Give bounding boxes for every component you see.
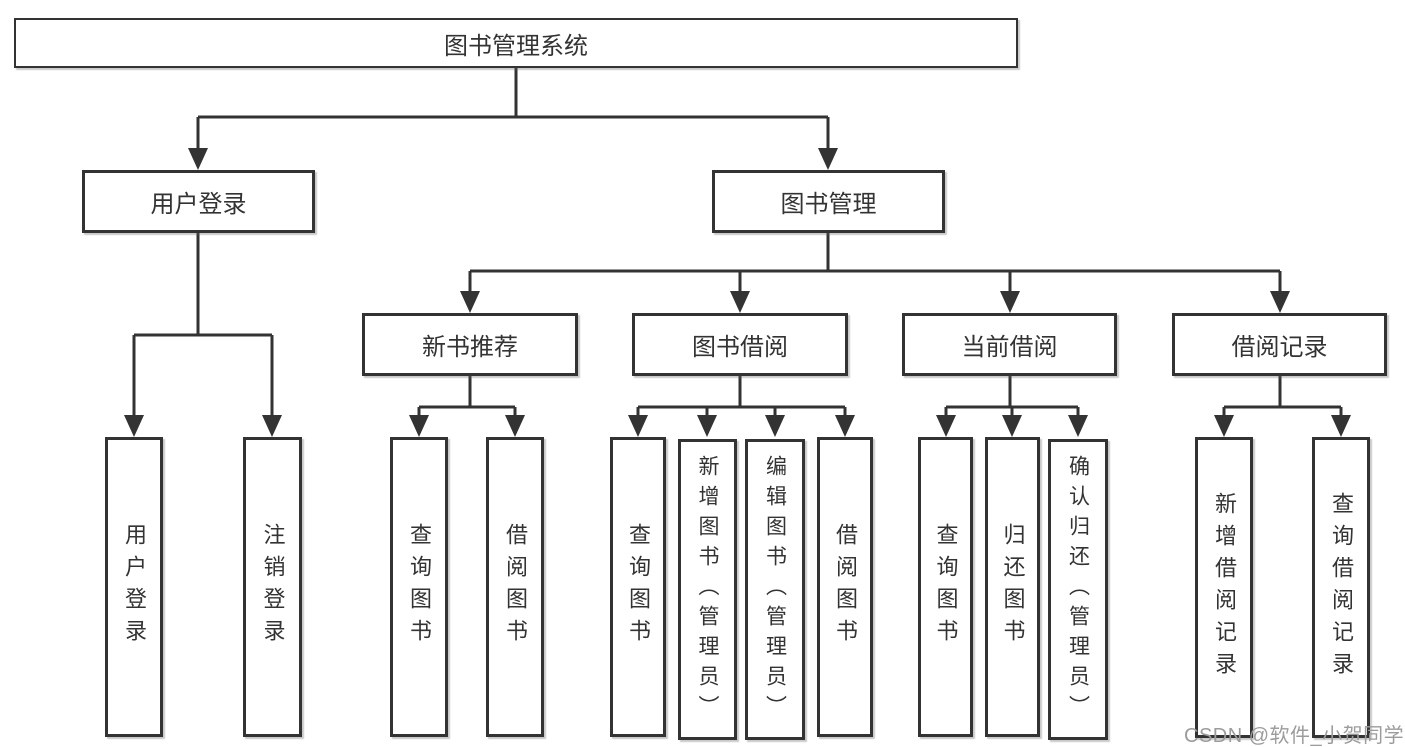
node-user-login: 用户登录	[82, 170, 315, 233]
connector-user-login-children	[132, 233, 274, 416]
node-confirm-return-admin: 确认归还（管理员）	[1048, 439, 1108, 740]
node-current-borrow: 当前借阅	[902, 313, 1117, 376]
node-add-borrow-record: 新增借阅记录	[1195, 437, 1253, 738]
node-book-management: 图书管理	[712, 170, 945, 233]
node-query-books-current: 查询图书	[918, 437, 973, 737]
node-edit-book-admin: 编辑图书（管理员）	[745, 439, 805, 740]
node-query-books-recommend: 查询图书	[390, 437, 448, 737]
node-borrow-records: 借阅记录	[1172, 313, 1387, 376]
node-return-book: 归还图书	[985, 437, 1040, 737]
connector-book-borrow-children	[636, 376, 847, 416]
node-borrow-books-action: 借阅图书	[817, 437, 873, 737]
watermark: CSDN @软件_小贺同学	[1184, 725, 1405, 747]
node-logout-action: 注销登录	[243, 437, 302, 737]
connector-current-borrow-children	[944, 376, 1080, 416]
node-borrow-books-recommend: 借阅图书	[486, 437, 544, 737]
node-book-borrow: 图书借阅	[632, 313, 848, 376]
connector-root-to-level2	[196, 68, 830, 150]
node-user-login-action: 用户登录	[105, 437, 163, 737]
connector-new-book-children	[417, 376, 517, 416]
node-query-borrow-record: 查询借阅记录	[1312, 437, 1370, 738]
arrowhead-down-icons	[124, 148, 1351, 437]
connector-borrow-records-children	[1222, 376, 1343, 416]
node-add-book-admin: 新增图书（管理员）	[678, 439, 737, 740]
node-new-book-recommend: 新书推荐	[362, 313, 578, 376]
node-query-books-borrow: 查询图书	[610, 437, 666, 737]
connector-book-management-to-level3	[468, 233, 1282, 292]
node-library-management-system: 图书管理系统	[14, 18, 1018, 68]
